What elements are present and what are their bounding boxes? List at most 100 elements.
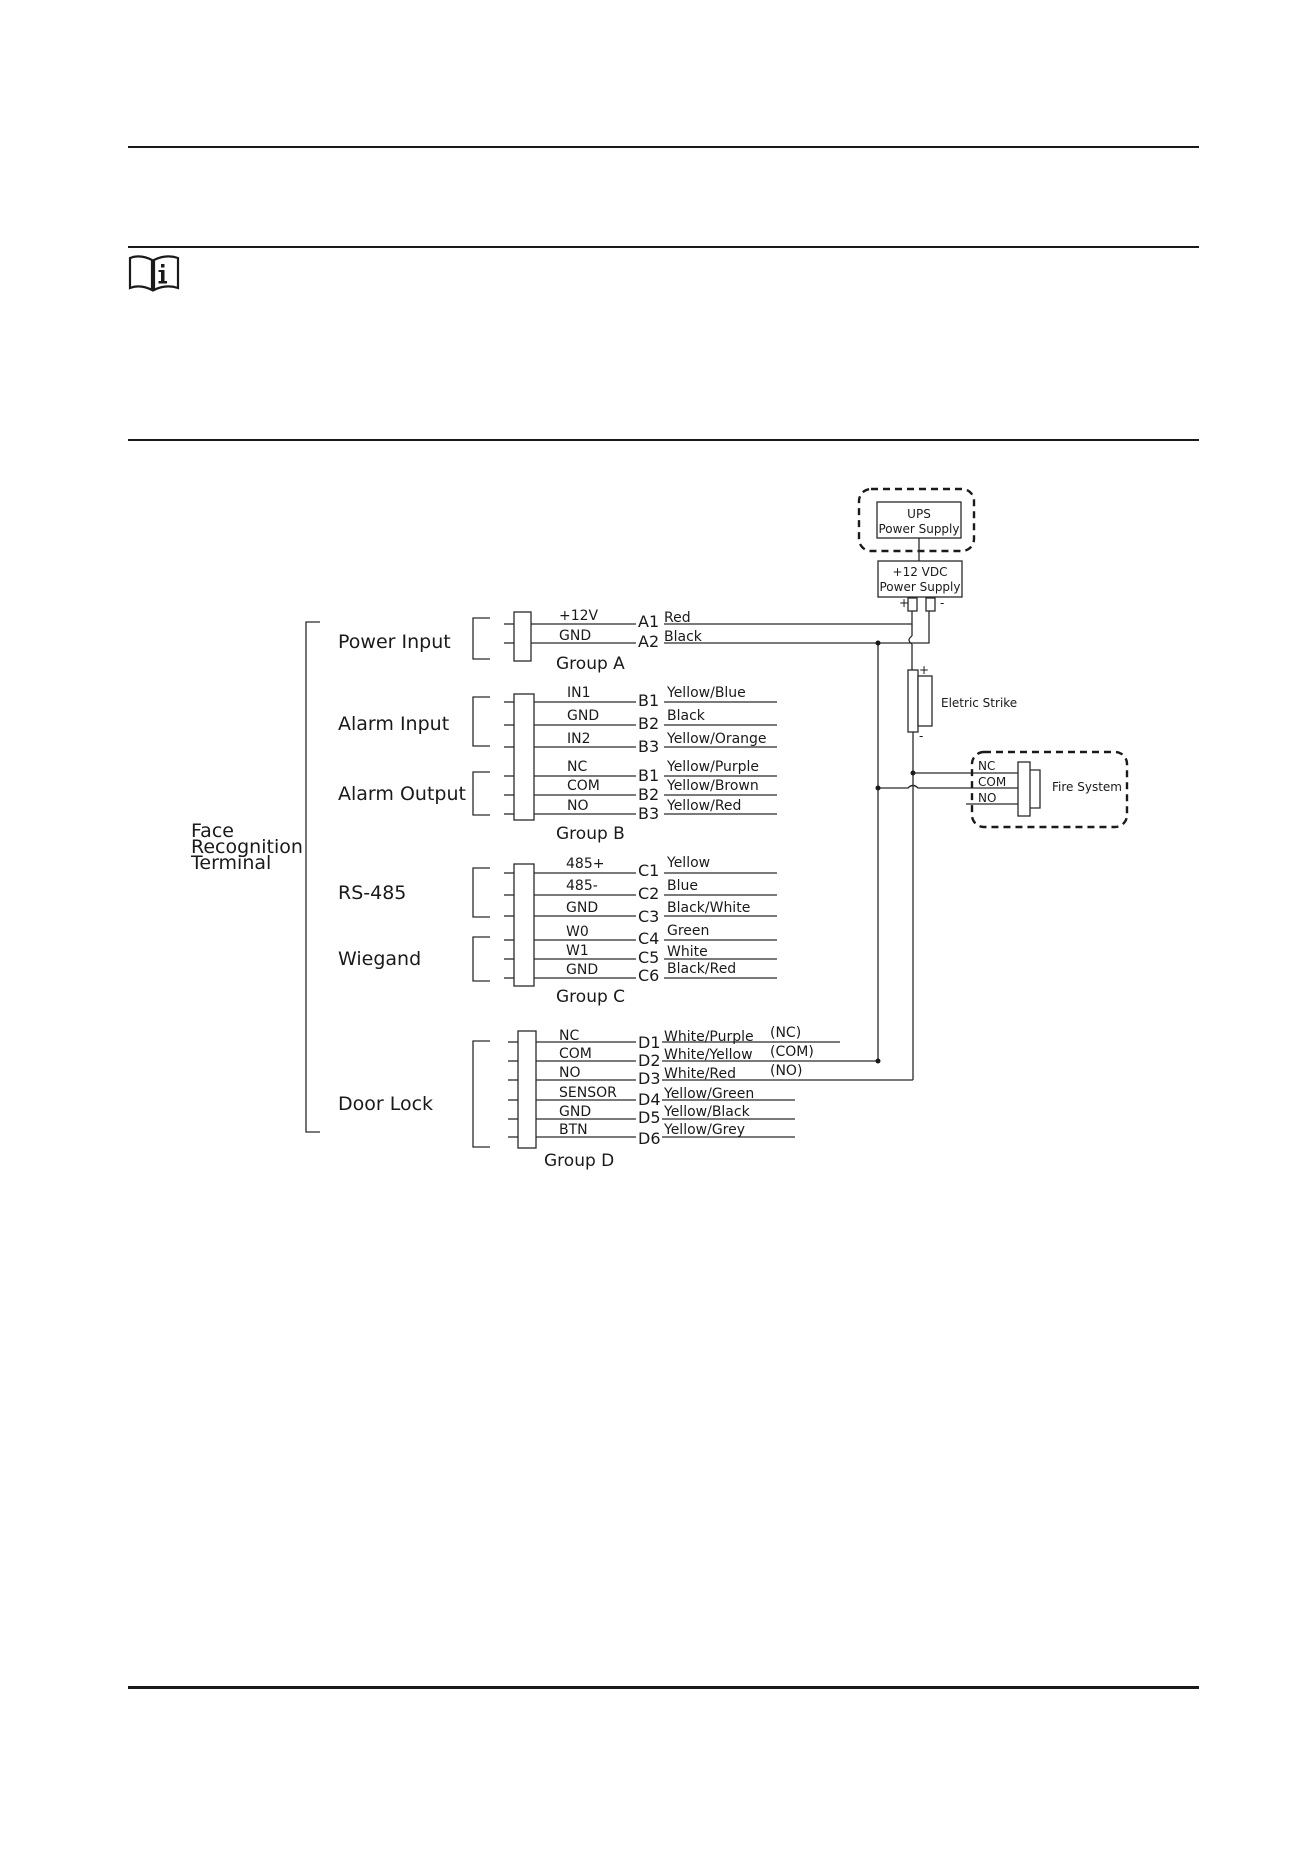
power-input-bracket bbox=[472, 617, 490, 660]
pin-d2-note: (COM) bbox=[770, 1044, 814, 1060]
pin-c2-color: Blue bbox=[667, 878, 698, 894]
pin-a1-color: Red bbox=[664, 610, 691, 626]
pin-b2-out-tag: B2 bbox=[638, 785, 659, 804]
pin-c1-color: Yellow bbox=[666, 855, 710, 871]
pin-a2-tag: A2 bbox=[638, 632, 659, 651]
pin-c6-color: Black/Red bbox=[667, 961, 736, 977]
psu-plus-terminal bbox=[907, 597, 918, 612]
electric-strike-body bbox=[907, 669, 919, 733]
pin-c4-color: Green bbox=[667, 923, 709, 939]
pin-b2-in-signal: GND bbox=[567, 708, 599, 724]
pin-d2-tag: D2 bbox=[638, 1051, 661, 1070]
pin-b2-out-color: Yellow/Brown bbox=[666, 778, 759, 794]
pin-d4-signal: SENSOR bbox=[559, 1085, 617, 1101]
group-d-connector bbox=[517, 1030, 537, 1149]
fire-nc-label: NC bbox=[978, 759, 995, 773]
rs485-label: RS-485 bbox=[338, 882, 406, 904]
pin-b1-in-tag: B1 bbox=[638, 691, 659, 710]
pin-c6-tag: C6 bbox=[638, 966, 659, 985]
electric-strike-label: Eletric Strike bbox=[941, 696, 1017, 710]
strike-plus-label: + bbox=[919, 663, 929, 677]
alarm-input-bracket bbox=[472, 696, 490, 747]
strike-minus-label: - bbox=[919, 729, 923, 743]
pin-b1-out-tag: B1 bbox=[638, 766, 659, 785]
alarm-output-label: Alarm Output bbox=[338, 783, 466, 805]
pin-c2-tag: C2 bbox=[638, 884, 659, 903]
pin-b1-in-signal: IN1 bbox=[567, 685, 591, 701]
note-bottom-rule bbox=[128, 439, 1199, 441]
psu-label-2: Power Supply bbox=[880, 580, 961, 594]
pin-b1-out-color: Yellow/Purple bbox=[666, 759, 759, 775]
pin-c3-color: Black/White bbox=[667, 900, 750, 916]
pin-c3-signal: GND bbox=[566, 900, 598, 916]
terminal-label-1: Face bbox=[191, 820, 234, 842]
group-a-connector bbox=[513, 611, 532, 662]
pin-d3-tag: D3 bbox=[638, 1069, 661, 1088]
pin-b3-out-signal: NO bbox=[567, 798, 589, 814]
pin-d3-note: (NO) bbox=[770, 1063, 802, 1079]
psu-minus-label: - bbox=[940, 596, 944, 610]
header-rule bbox=[128, 146, 1199, 148]
pin-d5-color: Yellow/Black bbox=[663, 1104, 751, 1120]
pin-d1-color: White/Purple bbox=[664, 1029, 754, 1045]
pin-c6-signal: GND bbox=[566, 962, 598, 978]
pin-d6-color: Yellow/Grey bbox=[663, 1122, 745, 1138]
group-a-pins: +12V GND A1 A2 Red Black bbox=[504, 608, 930, 651]
terminal-label-3: Terminal bbox=[190, 852, 271, 874]
pin-d5-signal: GND bbox=[559, 1104, 591, 1120]
group-d-pins: NC COM NO SENSOR GND BTN D1 D2 D3 D4 D5 … bbox=[508, 1025, 913, 1148]
pin-c5-tag: C5 bbox=[638, 948, 659, 967]
interconnect-wiring bbox=[875, 624, 975, 1080]
pin-b1-out-signal: NC bbox=[567, 759, 587, 775]
alarm-output-bracket bbox=[472, 771, 490, 816]
pin-b2-out-signal: COM bbox=[567, 778, 600, 794]
fire-com-label: COM bbox=[978, 775, 1006, 789]
pin-d5-tag: D5 bbox=[638, 1108, 661, 1127]
pin-b3-in-tag: B3 bbox=[638, 737, 659, 756]
pin-d4-tag: D4 bbox=[638, 1090, 661, 1109]
group-a-label: Group A bbox=[556, 654, 625, 674]
pin-a1-signal: +12V bbox=[559, 608, 599, 624]
note-book-icon bbox=[128, 255, 180, 292]
pin-d2-signal: COM bbox=[559, 1046, 592, 1062]
group-d-label: Group D bbox=[544, 1151, 614, 1171]
pin-c3-tag: C3 bbox=[638, 907, 659, 926]
pin-c5-signal: W1 bbox=[566, 943, 589, 959]
wiring-diagram: UPS Power Supply +12 VDC Power Supply + … bbox=[190, 487, 1129, 1171]
pin-c2-signal: 485- bbox=[566, 878, 598, 894]
pin-d3-signal: NO bbox=[559, 1065, 581, 1081]
rs485-bracket bbox=[472, 867, 490, 918]
pin-d2-color: White/Yellow bbox=[664, 1047, 753, 1063]
door-lock-bracket bbox=[472, 1040, 490, 1148]
pin-b3-out-color: Yellow/Red bbox=[666, 798, 741, 814]
pin-c4-tag: C4 bbox=[638, 929, 659, 948]
pin-d3-color: White/Red bbox=[664, 1066, 736, 1082]
fire-system-label: Fire System bbox=[1052, 780, 1122, 794]
pin-d6-tag: D6 bbox=[638, 1129, 661, 1148]
group-c-connector bbox=[513, 863, 535, 987]
pin-a2-signal: GND bbox=[559, 628, 591, 644]
alarm-input-label: Alarm Input bbox=[338, 713, 449, 735]
door-lock-label: Door Lock bbox=[338, 1093, 433, 1115]
pin-b2-in-tag: B2 bbox=[638, 714, 659, 733]
fire-system-dashed-frame bbox=[970, 750, 1129, 829]
group-b-label: Group B bbox=[556, 824, 625, 844]
fire-system-connector bbox=[1017, 761, 1031, 817]
psu-minus-terminal bbox=[925, 597, 936, 612]
wiegand-label: Wiegand bbox=[338, 948, 421, 970]
pin-d1-note: (NC) bbox=[770, 1025, 801, 1041]
electric-strike-plate bbox=[917, 675, 933, 727]
group-c-pins: 485+ 485- GND W0 W1 GND C1 C2 C3 C4 C5 C… bbox=[504, 855, 777, 985]
group-c-label: Group C bbox=[556, 987, 625, 1007]
ups-label-2: Power Supply bbox=[879, 522, 960, 536]
pin-b3-in-signal: IN2 bbox=[567, 731, 591, 747]
psu-plus-label: + bbox=[899, 596, 909, 610]
group-b-pins: IN1 GND IN2 NC COM NO B1 B2 B3 B1 B2 B3 … bbox=[504, 685, 777, 823]
terminal-label-2: Recognition bbox=[191, 836, 303, 858]
power-input-label: Power Input bbox=[338, 631, 451, 653]
wiegand-bracket bbox=[472, 936, 490, 982]
pin-b1-in-color: Yellow/Blue bbox=[666, 685, 746, 701]
group-b-connector bbox=[513, 693, 535, 821]
pin-d6-signal: BTN bbox=[559, 1122, 588, 1138]
pin-c4-signal: W0 bbox=[566, 924, 589, 940]
